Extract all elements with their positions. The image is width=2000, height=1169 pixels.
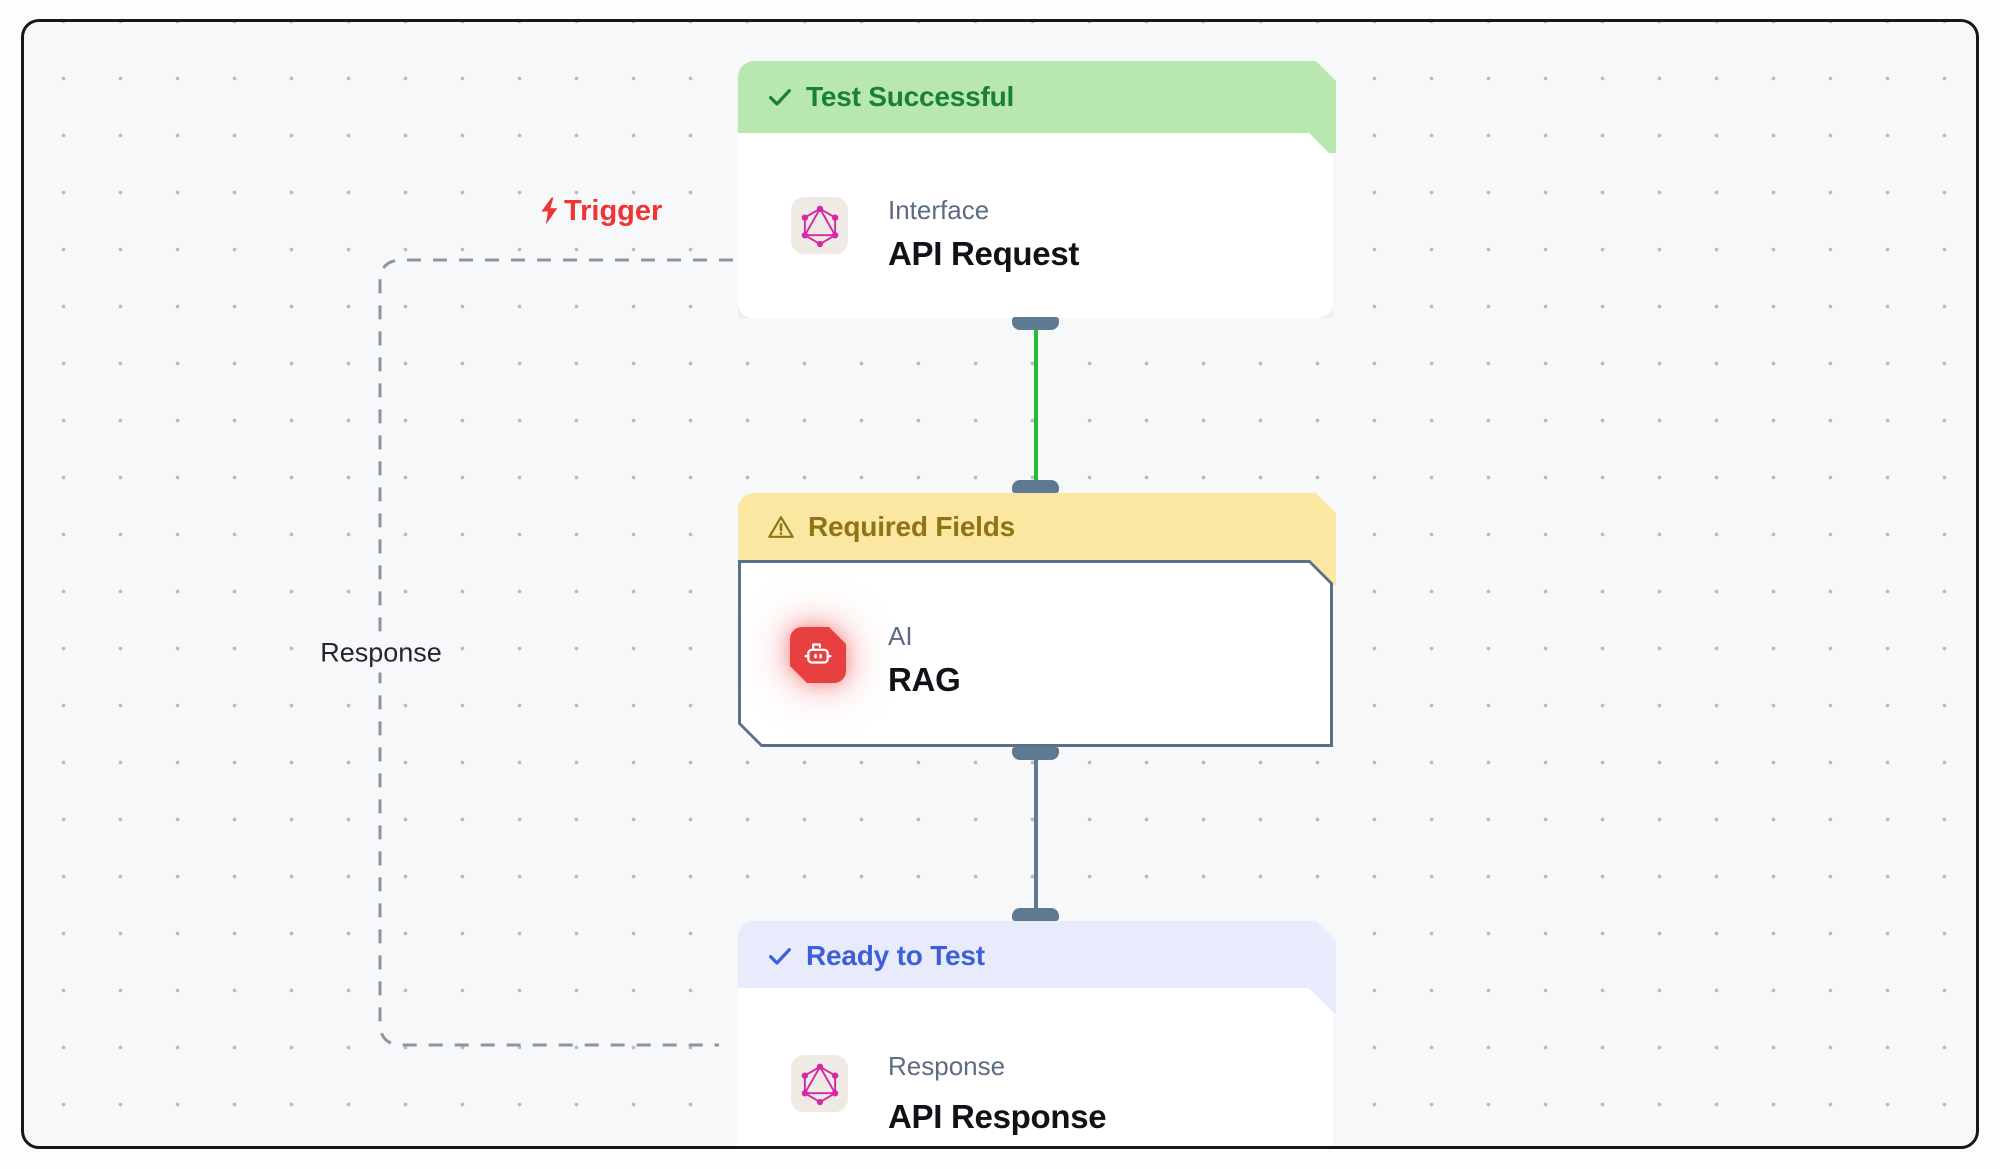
check-icon (769, 948, 791, 965)
node-icon-tile (790, 627, 846, 683)
node-api-request[interactable]: Test Successful (738, 61, 1336, 342)
status-label: Test Successful (806, 81, 1015, 112)
output-port[interactable] (1012, 317, 1059, 330)
status-label: Required Fields (808, 510, 1016, 542)
input-port[interactable] (1012, 908, 1059, 921)
node-category: Interface (888, 195, 990, 225)
robot-icon (800, 637, 836, 673)
trigger-edge-label: Trigger (537, 192, 662, 230)
workflow-canvas[interactable]: Trigger Response Test Successful (24, 22, 1976, 1149)
node-icon-tile (791, 197, 848, 254)
node-rag[interactable]: Required Fields (738, 480, 1336, 760)
status-label: Ready to Test (806, 940, 985, 971)
node-category: AI (888, 621, 913, 651)
input-port[interactable] (1012, 480, 1059, 493)
trigger-edge-label-text: Trigger (564, 194, 663, 227)
response-edge-label: Response (310, 633, 452, 673)
graphql-icon (801, 1063, 838, 1105)
check-icon (769, 89, 791, 106)
node-title: API Response (888, 1098, 1107, 1135)
status-row: Ready to Test (766, 921, 985, 991)
node-title: API Request (888, 235, 1080, 272)
canvas-frame: Trigger Response Test Successful (21, 19, 1979, 1149)
status-row: Required Fields (766, 493, 1015, 560)
bolt-icon (541, 197, 558, 225)
graphql-icon (801, 205, 838, 247)
node-api-response[interactable]: Ready to Test (738, 908, 1336, 1149)
output-port[interactable] (1012, 747, 1059, 760)
node-title: RAG (888, 661, 961, 698)
ai-icon-glow (790, 627, 846, 683)
node-icon-tile (791, 1055, 848, 1112)
node-rag-body (738, 560, 1333, 747)
warning-icon (768, 515, 794, 538)
node-category: Response (888, 1051, 1006, 1081)
status-row: Test Successful (766, 61, 1014, 133)
